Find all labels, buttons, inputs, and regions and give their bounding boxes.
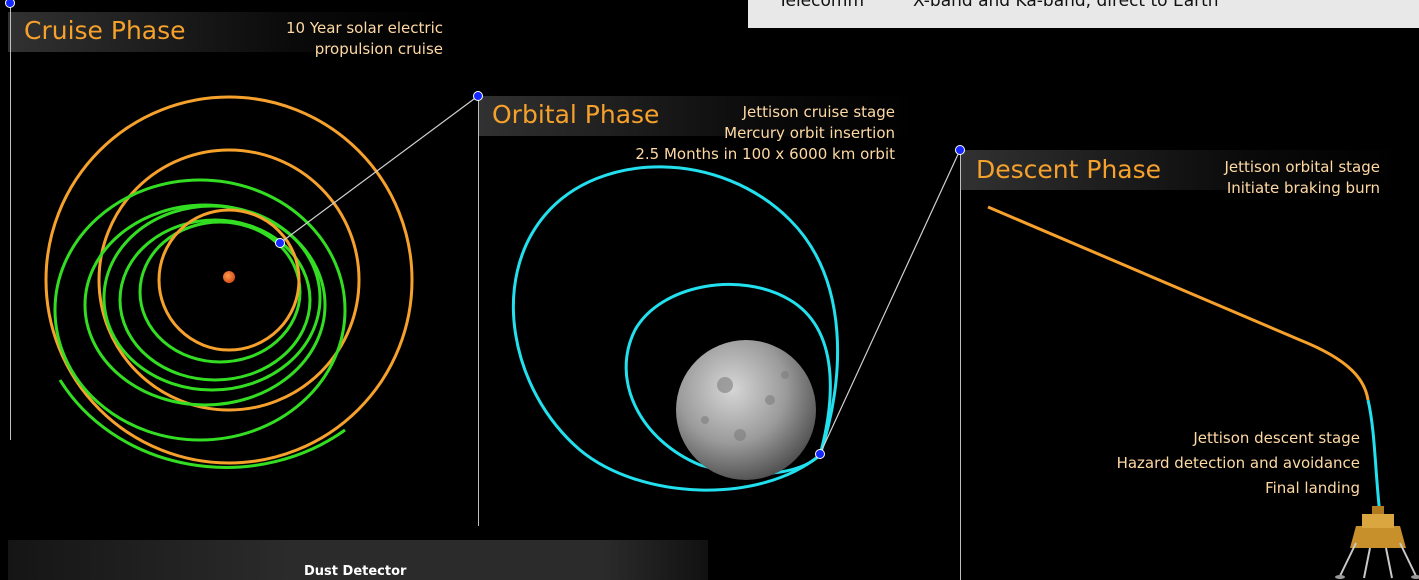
cruise-desc-line: 10 Year solar electric xyxy=(285,19,443,37)
cruise-guide-line xyxy=(10,0,11,440)
marker-orbital-periapsis xyxy=(815,449,825,459)
connector-cruise-orbital xyxy=(279,95,479,244)
cruise-phase-title: Cruise Phase xyxy=(24,16,186,45)
descent-braking-trajectory xyxy=(987,205,1370,401)
descent-guide-line xyxy=(960,150,961,580)
marker-descent-start xyxy=(955,145,965,155)
telecom-value: X-band and Ka-band, direct to Earth xyxy=(913,0,1219,11)
inner-orange-orbit xyxy=(157,208,301,352)
marker-orbital-start xyxy=(473,91,483,101)
mercury-craters xyxy=(701,371,789,441)
middle-orange-orbit xyxy=(97,148,361,412)
cruise-phase-description: 10 Year solar electric propulsion cruise xyxy=(286,18,443,60)
large-elliptical-orbit xyxy=(511,165,840,492)
landing-desc-line: Jettison descent stage xyxy=(1193,429,1360,447)
specs-table-strip: Telecomm X-band and Ka-band, direct to E… xyxy=(748,0,1419,28)
cruise-desc-line: propulsion cruise xyxy=(314,40,443,58)
cruise-banner xyxy=(8,12,448,52)
marker-cruise-top xyxy=(5,0,15,8)
cruise-orbits xyxy=(44,95,414,469)
descent-phase-title: Descent Phase xyxy=(976,155,1162,184)
instrument-panel: Dust Detector xyxy=(8,540,708,580)
orbital-guide-line xyxy=(478,96,479,526)
descent-desc-line: Initiate braking burn xyxy=(1226,179,1380,197)
orbital-desc-line: Mercury orbit insertion xyxy=(724,124,895,142)
orbital-desc-line: Jettison cruise stage xyxy=(742,103,895,121)
lander-icon xyxy=(1335,506,1419,579)
outer-orange-orbit xyxy=(44,95,414,465)
green-spiral-orbits xyxy=(53,178,347,469)
orbital-desc-line: 2.5 Months in 100 x 6000 km orbit xyxy=(635,145,895,163)
connector-orbital-descent xyxy=(819,149,961,455)
descent-banner xyxy=(960,150,1400,190)
landing-desc-line: Final landing xyxy=(1265,479,1360,497)
descent-final-trajectory xyxy=(1366,399,1382,516)
marker-cruise-orbit xyxy=(275,238,285,248)
descent-desc-line: Jettison orbital stage xyxy=(1224,158,1380,176)
landing-description: Jettison descent stage Hazard detection … xyxy=(1117,426,1360,501)
mercury-planet xyxy=(676,340,816,480)
sun-icon xyxy=(223,271,235,283)
landing-desc-line: Hazard detection and avoidance xyxy=(1116,454,1360,472)
orbital-banner xyxy=(478,96,918,136)
orbital-phase-title: Orbital Phase xyxy=(492,100,660,129)
descent-phase-description: Jettison orbital stage Initiate braking … xyxy=(1224,157,1380,199)
telecom-label: Telecomm xyxy=(778,0,865,11)
orbital-phase-description: Jettison cruise stage Mercury orbit inse… xyxy=(635,102,895,165)
dust-detector-label: Dust Detector xyxy=(304,564,407,579)
